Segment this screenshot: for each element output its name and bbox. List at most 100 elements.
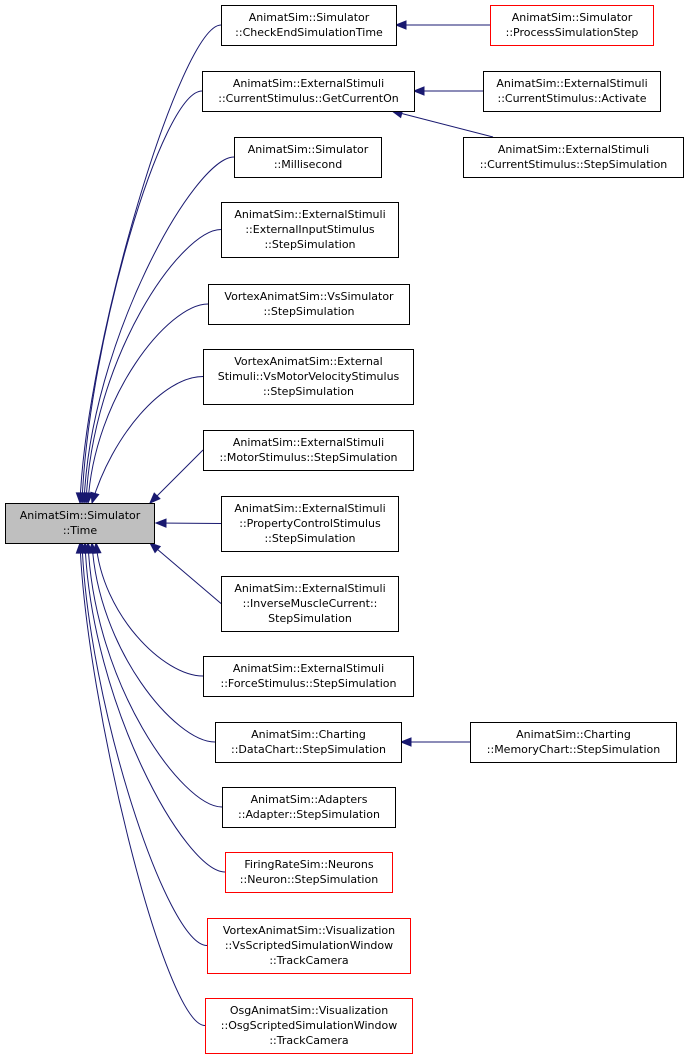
node-label-line: ::DataChart::StepSimulation [231,743,386,756]
edge-n9-to-root-arrowhead [90,491,100,505]
nodes-layer: AnimatSim::Simulator::TimeAnimatSim::Sim… [5,5,684,1054]
edge-n12-to-root [149,542,222,604]
node-label-line: ::Adapter::StepSimulation [238,808,380,821]
node-label-line: AnimatSim::ExternalStimuli [233,77,384,90]
node-n13[interactable]: AnimatSim::ExternalStimuli::ForceStimulu… [203,656,414,697]
node-label-line: VortexAnimatSim::External [234,355,382,368]
node-box [222,787,396,828]
node-label-line: AnimatSim::ExternalStimuli [498,143,649,156]
node-label-line: AnimatSim::ExternalStimuli [233,662,384,675]
node-label-line: AnimatSim::Simulator [20,509,141,522]
node-box [208,284,410,325]
node-box [221,202,399,258]
node-n11[interactable]: AnimatSim::ExternalStimuli::PropertyCont… [221,496,399,552]
node-n14[interactable]: AnimatSim::Charting::DataChart::StepSimu… [215,722,402,763]
node-box [215,722,402,763]
node-n9[interactable]: VortexAnimatSim::ExternalStimuli::VsMoto… [203,349,414,405]
edges-layer [75,20,494,1026]
edge-n19-to-root [79,542,206,1026]
node-n17[interactable]: FiringRateSim::Neurons::Neuron::StepSimu… [225,852,393,893]
node-label-line: ::Neuron::StepSimulation [240,873,378,886]
node-box [203,430,414,471]
node-label-line: ::StepSimulation [263,305,354,318]
node-label-line: AnimatSim::ExternalStimuli [234,502,385,515]
node-label-line: ::CheckEndSimulationTime [235,26,383,39]
node-n18[interactable]: VortexAnimatSim::Visualization::VsScript… [207,918,411,974]
edge-n6-to-root [83,156,235,504]
node-label-line: ::TrackCamera [269,954,348,967]
node-n5[interactable]: AnimatSim::ExternalStimuli::CurrentStimu… [463,137,684,178]
node-n3[interactable]: AnimatSim::ExternalStimuli::CurrentStimu… [202,71,415,112]
node-label-line: ::CurrentStimulus::StepSimulation [480,158,668,171]
node-label-line: StepSimulation [268,612,352,625]
node-n19[interactable]: OsgAnimatSim::Visualization::OsgScripted… [205,998,413,1054]
node-label-line: ::ProcessSimulationStep [506,26,639,39]
node-n6[interactable]: AnimatSim::Simulator::Millisecond [234,137,382,178]
node-label-line: VortexAnimatSim::Visualization [223,924,395,937]
node-box [203,656,414,697]
node-label-line: ::InverseMuscleCurrent:: [243,597,378,610]
node-label-line: FiringRateSim::Neurons [244,858,373,871]
node-n7[interactable]: AnimatSim::ExternalStimuli::ExternalInpu… [221,202,399,258]
node-box [202,71,415,112]
node-label-line: AnimatSim::Simulator [248,143,369,156]
node-label-line: ::ExternalInputStimulus [245,223,375,236]
node-box [483,71,661,112]
edge-n7-to-root [85,229,222,504]
node-label-line: ::StepSimulation [263,385,354,398]
node-label-line: OsgAnimatSim::Visualization [230,1004,388,1017]
node-label-line: AnimatSim::ExternalStimuli [234,582,385,595]
edge-n14-to-root [91,542,216,743]
node-root[interactable]: AnimatSim::Simulator::Time [5,503,155,544]
node-label-line: AnimatSim::Simulator [512,11,633,24]
node-label-line: ::MemoryChart::StepSimulation [487,743,660,756]
node-label-line: ::VsScriptedSimulationWindow [225,939,393,952]
node-box [221,5,397,46]
edge-n1-to-root [79,24,222,504]
node-box [234,137,382,178]
node-n10[interactable]: AnimatSim::ExternalStimuli::MotorStimulu… [203,430,414,471]
node-label-line: AnimatSim::ExternalStimuli [234,208,385,221]
node-label-line: ::StepSimulation [264,532,355,545]
node-label-line: AnimatSim::ExternalStimuli [496,77,647,90]
node-n4[interactable]: AnimatSim::ExternalStimuli::CurrentStimu… [483,71,661,112]
edge-n9-to-root [91,376,204,504]
node-label-line: AnimatSim::Adapters [251,793,368,806]
node-label-line: ::StepSimulation [264,238,355,251]
node-box [221,576,399,632]
edge-n10-to-root-arrowhead [149,492,161,504]
edge-n8-to-root [87,303,209,504]
node-box [463,137,684,178]
edge-n5-to-n3 [391,110,494,138]
node-label-line: ::PropertyControlStimulus [239,517,381,530]
node-label-line: ::Time [63,524,98,537]
edge-n18-to-root [81,542,208,946]
node-n8[interactable]: VortexAnimatSim::VsSimulator::StepSimula… [208,284,410,325]
edge-n11-to-root-arrowhead [154,518,167,528]
edge-n13-to-root [95,542,204,677]
node-n12[interactable]: AnimatSim::ExternalStimuli::InverseMuscl… [221,576,399,632]
node-box [207,918,411,974]
node-label-line: AnimatSim::Charting [516,728,631,741]
edge-n19-to-root-arrowhead [75,541,86,554]
node-label-line: Stimuli::VsMotorVelocityStimulus [218,370,400,383]
node-n2[interactable]: AnimatSim::Simulator::ProcessSimulationS… [490,5,654,46]
node-label-line: ::MotorStimulus::StepSimulation [219,451,397,464]
node-label-line: ::TrackCamera [269,1034,348,1047]
node-label-line: AnimatSim::ExternalStimuli [233,436,384,449]
node-label-line: AnimatSim::Simulator [249,11,370,24]
edge-n10-to-root [149,449,204,504]
edge-n4-to-n3-arrowhead [412,86,425,96]
node-label-line: ::CurrentStimulus::Activate [497,92,646,105]
node-box [490,5,654,46]
node-label-line: ::ForceStimulus::StepSimulation [220,677,396,690]
node-n16[interactable]: AnimatSim::Adapters::Adapter::StepSimula… [222,787,396,828]
node-label-line: ::Millisecond [274,158,342,171]
edge-n15-to-n14-arrowhead [399,737,412,747]
edge-n17-to-root [84,542,226,873]
node-label-line: ::CurrentStimulus::GetCurrentOn [218,92,399,105]
node-n1[interactable]: AnimatSim::Simulator::CheckEndSimulation… [221,5,397,46]
node-n15[interactable]: AnimatSim::Charting::MemoryChart::StepSi… [470,722,677,763]
edge-n8-to-root-arrowhead [83,492,94,505]
